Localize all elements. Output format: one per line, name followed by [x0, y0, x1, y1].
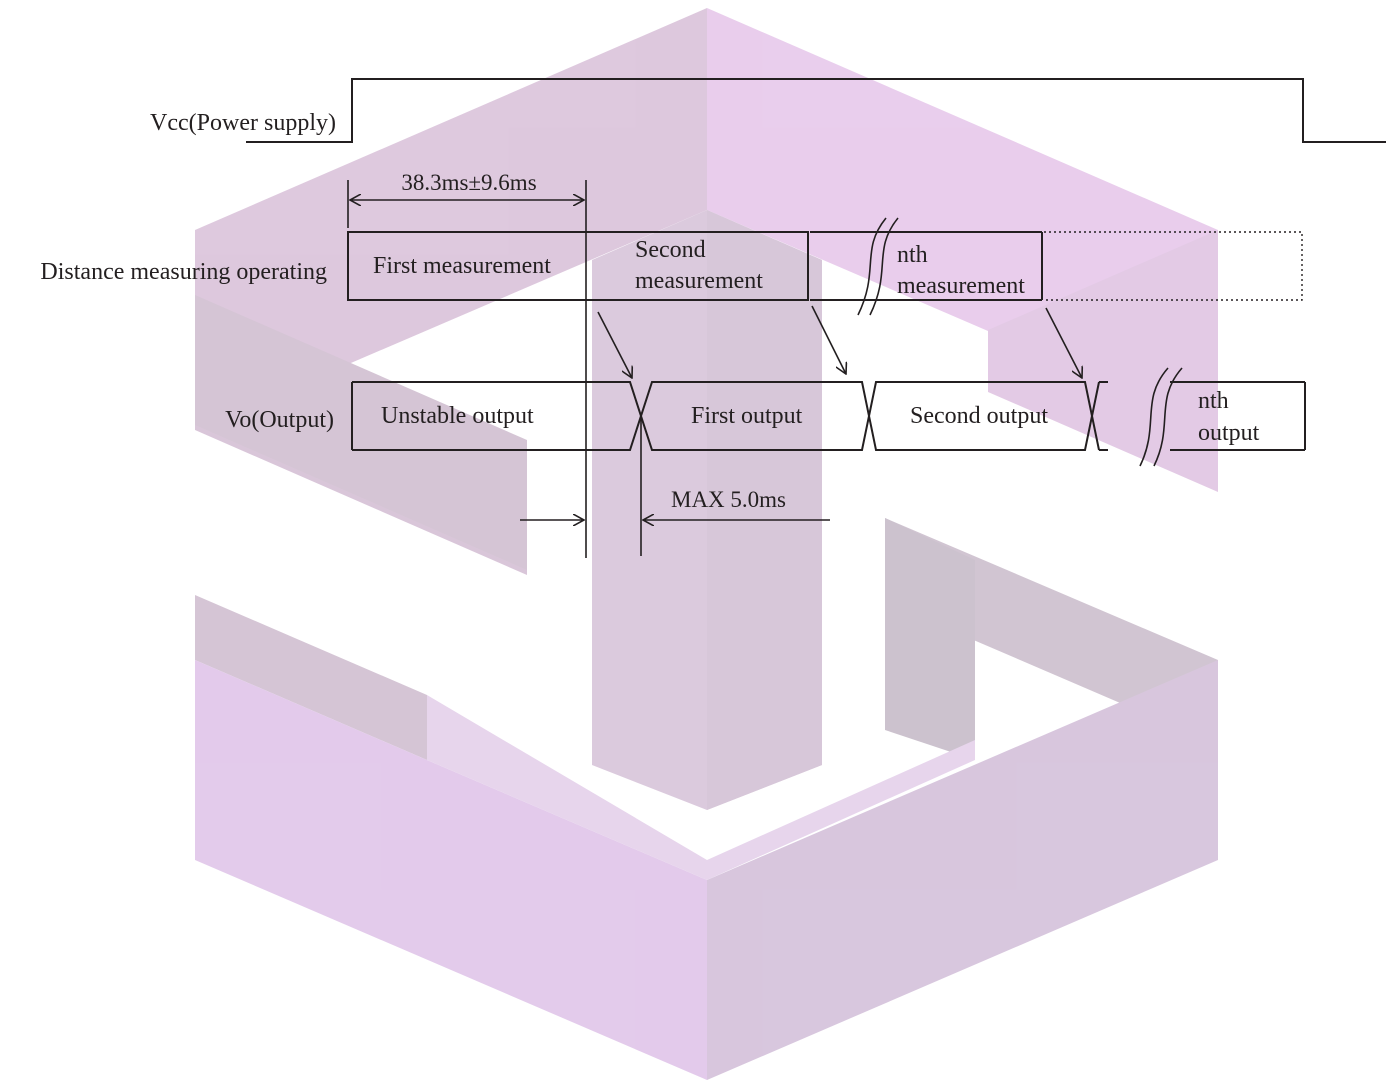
arrow-nth-output — [1045, 307, 1082, 378]
arrow-first-output — [597, 311, 632, 378]
output-bus-bottom — [352, 381, 1100, 451]
watermark-left-lower — [195, 595, 427, 760]
vcc-waveform — [246, 78, 1386, 143]
watermark-right-mid-side — [885, 518, 975, 760]
output-break-mark-2 — [1153, 367, 1183, 467]
watermark-center-column-shade — [707, 210, 822, 810]
nth-measurement-label-line2: measurement — [897, 273, 1025, 299]
output-break-mark-1 — [1139, 367, 1169, 467]
measure-period-dimension: 38.3ms±9.6ms — [347, 170, 587, 558]
delay-label: MAX 5.0ms — [671, 487, 786, 512]
output-bus-top — [352, 381, 1100, 451]
watermark-top-left-face — [195, 8, 707, 430]
vo-label: Vo(Output) — [225, 407, 334, 433]
distance-measuring-signal: Distance measuring operating First measu… — [40, 217, 1303, 316]
brand-logo-watermark — [195, 8, 1218, 1080]
vcc-label: Vcc(Power supply) — [150, 110, 336, 136]
watermark-bottom-inner — [427, 695, 975, 880]
output-delay-dimension: MAX 5.0ms — [520, 418, 830, 556]
distance-label: Distance measuring operating — [40, 259, 327, 285]
first-measurement-label: First measurement — [373, 253, 551, 279]
break-mark-2 — [869, 217, 899, 316]
watermark-left-inner — [195, 295, 527, 570]
unstable-output-label: Unstable output — [381, 403, 534, 429]
vo-output-signal: Vo(Output) Unstable output First output … — [225, 367, 1306, 467]
nth-output-label-line2: output — [1198, 420, 1260, 446]
watermark-right-block — [988, 230, 1218, 492]
nth-output-label-line1: nth — [1198, 388, 1229, 414]
measurement-box — [347, 231, 809, 301]
watermark-bottom-left — [195, 660, 707, 1080]
measurement-to-output-arrows — [597, 305, 1082, 378]
first-output-label: First output — [691, 403, 803, 429]
watermark-bottom-right — [707, 660, 1218, 1080]
break-mark-1 — [857, 217, 887, 316]
measurement-continuation — [1044, 231, 1303, 301]
period-label: 38.3ms±9.6ms — [401, 170, 536, 195]
vcc-signal: Vcc(Power supply) — [150, 78, 1386, 143]
arrow-second-output — [811, 305, 846, 374]
second-measurement-label-line2: measurement — [635, 268, 763, 294]
second-measurement-label-line1: Second — [635, 237, 706, 263]
nth-measurement-label-line1: nth — [897, 242, 928, 268]
second-output-label: Second output — [910, 403, 1048, 429]
